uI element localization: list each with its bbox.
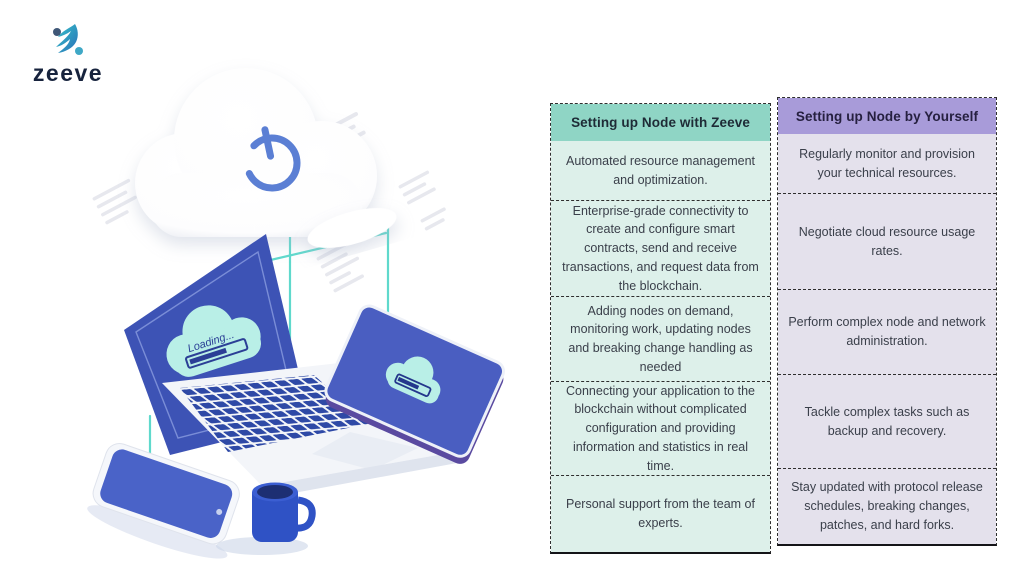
zeeve-logo: zeeve: [28, 22, 108, 85]
zeeve-logo-icon: [53, 24, 83, 55]
column-yourself-header: Setting up Node by Yourself: [778, 98, 996, 134]
tablet-illustration: [324, 304, 505, 464]
column-zeeve: Setting up Node with Zeeve Automated res…: [550, 103, 771, 554]
mug-illustration: [216, 482, 316, 555]
small-cloud: [307, 208, 397, 248]
table-cell: Perform complex node and network adminis…: [778, 289, 996, 374]
cloud-illustration: [135, 68, 377, 237]
power-icon: [243, 126, 301, 192]
column-yourself: Setting up Node by Yourself Regularly mo…: [777, 97, 997, 546]
table-cell: Stay updated with protocol release sched…: [778, 468, 996, 544]
phone-illustration: [87, 443, 240, 559]
column-zeeve-header: Setting up Node with Zeeve: [551, 104, 770, 141]
table-cell: Connecting your application to the block…: [551, 381, 770, 475]
hero-illustration: Loading...: [87, 68, 505, 559]
table-cell: Negotiate cloud resource usage rates.: [778, 193, 996, 289]
table-cell: Automated resource management and optimi…: [551, 141, 770, 200]
table-cell: Enterprise-grade connectivity to create …: [551, 200, 770, 296]
loading-cloud: Loading...: [166, 305, 262, 377]
zeeve-logo-text: zeeve: [32, 60, 104, 86]
table-cell: Adding nodes on demand, monitoring work,…: [551, 296, 770, 381]
table-cell: Regularly monitor and provision your tec…: [778, 134, 996, 193]
progress-bar: [189, 347, 227, 365]
table-cell: Personal support from the team of expert…: [551, 475, 770, 552]
tablet-loading-cloud: [385, 356, 441, 404]
table-cell: Tackle complex tasks such as backup and …: [778, 374, 996, 468]
